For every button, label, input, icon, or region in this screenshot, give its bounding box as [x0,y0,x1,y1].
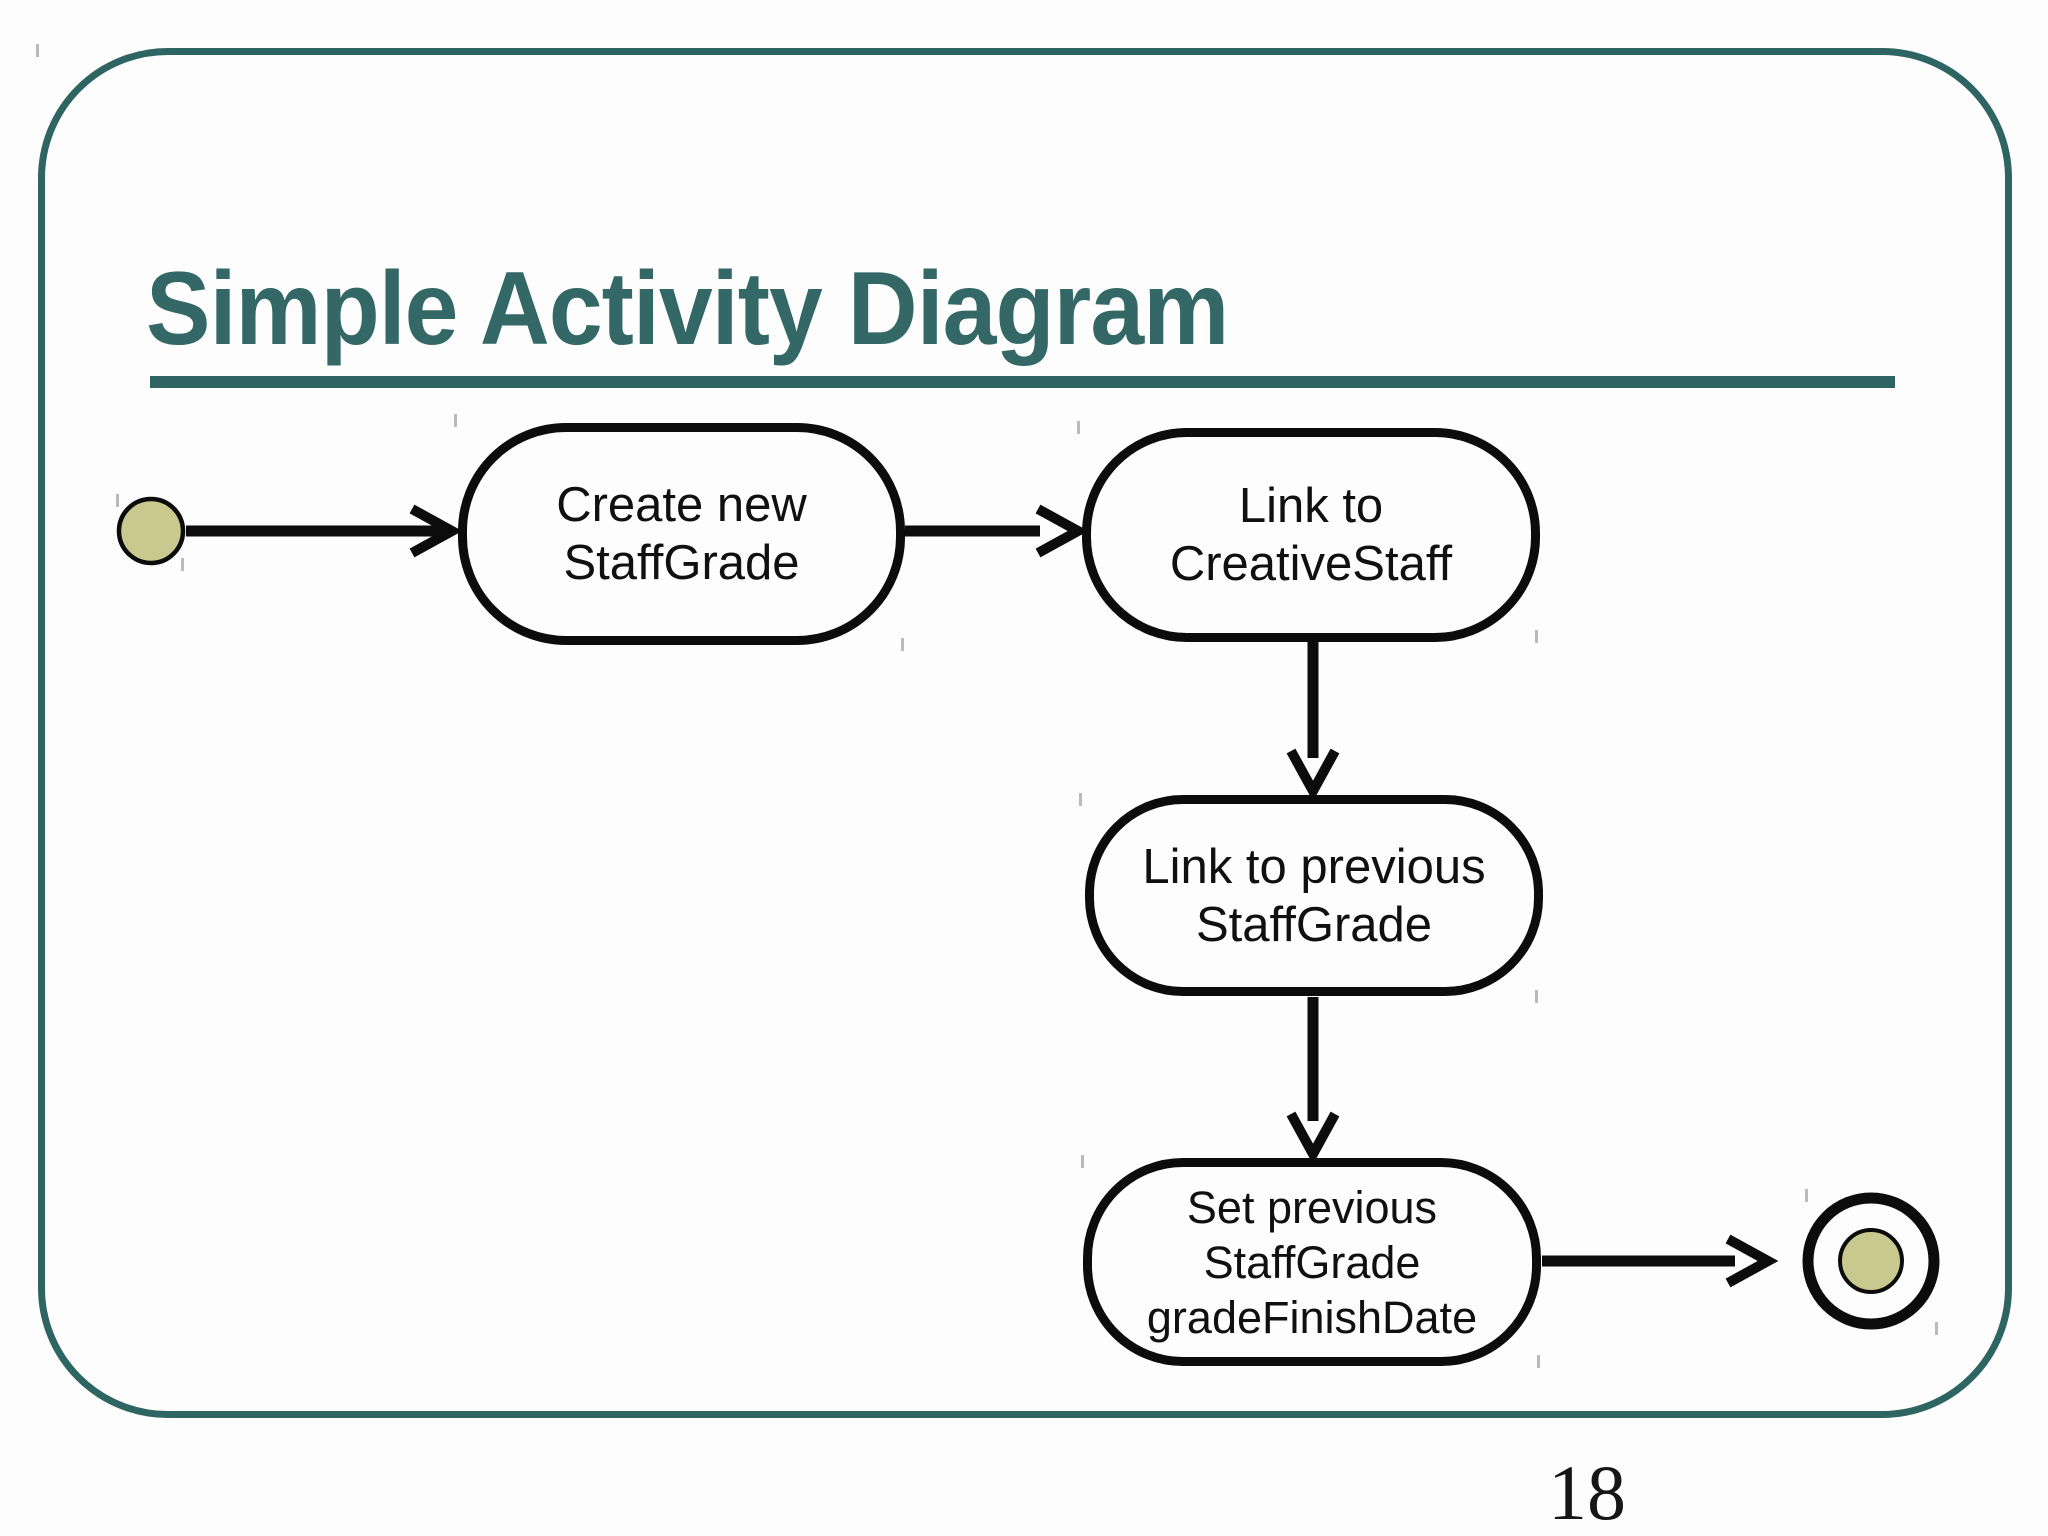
activity-label-line: StaffGrade [1203,1236,1421,1288]
anchor-tick-artifact [1081,1155,1084,1168]
anchor-tick-artifact [901,638,904,651]
slide-frame [38,48,2012,1418]
title-underline [150,376,1895,388]
anchor-tick-artifact [1077,421,1080,434]
page-number: 18 [1548,1449,1626,1536]
activity-node-link-to-creativestaff: Link to CreativeStaff [1082,428,1540,642]
activity-label-line: Set previous [1186,1181,1438,1233]
activity-label-line: Create new [556,478,807,532]
activity-label-line: Link to [1238,479,1384,533]
activity-label-line: StaffGrade [563,536,800,590]
anchor-tick-artifact [181,558,184,571]
anchor-tick-artifact [1079,793,1082,806]
activity-node-set-previous-staffgrade: Set previous StaffGrade gradeFinishDate [1083,1158,1541,1366]
activity-label-line: Link to previous [1142,839,1486,894]
anchor-tick-artifact [1805,1189,1808,1202]
anchor-tick-artifact [1935,1322,1938,1335]
activity-node-create-new-staffgrade: Create new StaffGrade [458,423,905,645]
anchor-tick-artifact [1535,990,1538,1003]
anchor-tick-artifact [36,44,39,57]
anchor-tick-artifact [454,414,457,427]
activity-label-line: StaffGrade [1195,897,1433,952]
anchor-tick-artifact [116,494,119,507]
anchor-tick-artifact [1537,1355,1540,1368]
slide-title: Simple Activity Diagram [146,251,1229,367]
activity-node-link-to-previous-staffgrade: Link to previous StaffGrade [1085,795,1543,996]
activity-label-line: gradeFinishDate [1146,1291,1478,1343]
activity-label-line: CreativeStaff [1169,537,1453,591]
anchor-tick-artifact [1535,630,1538,643]
